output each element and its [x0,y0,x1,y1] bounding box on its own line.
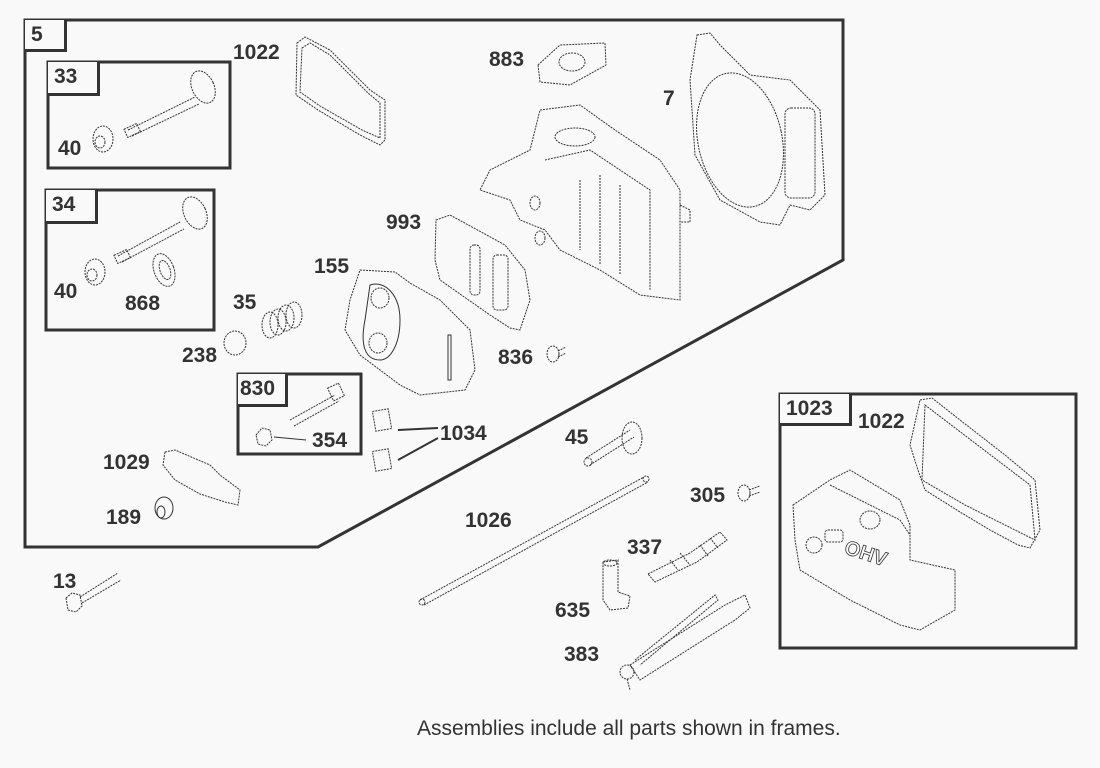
rocker-arm-icon [162,449,241,506]
rocker-pivot-icon [154,496,174,520]
part-label-13[interactable]: 13 [53,570,77,593]
valve-rotator-icon [152,253,176,287]
frame-1023-border [778,392,1078,650]
part-label-337[interactable]: 337 [627,536,663,559]
footer-note: Assemblies include all parts shown in fr… [417,717,841,740]
part-label-1022[interactable]: 1022 [233,41,280,64]
spark-plug-icon [647,531,728,583]
part-label-238[interactable]: 238 [182,344,218,367]
valve-cap-icon [223,330,247,356]
valve-spring-icon [261,301,303,339]
part-label-836[interactable]: 836 [498,346,534,369]
frame-tag-830: 830 [238,374,288,407]
spark-plug-boot-icon [602,559,631,611]
cylinder-head-icon [479,104,691,301]
valve-seal-icon [92,125,114,153]
valve-seal-icon [84,258,106,286]
part-label-993[interactable]: 993 [386,211,422,234]
part-label-189[interactable]: 189 [106,506,142,529]
frame-33-border [46,60,232,170]
cover-marking-text: OHV [842,537,891,572]
rocker-cover-gasket-icon [909,397,1041,549]
rocker-cover-gasket-icon [295,36,386,146]
cover-screw-icon [737,484,761,502]
part-label-1029[interactable]: 1029 [103,451,150,474]
part-label-883[interactable]: 883 [489,48,525,71]
frame-5-border [23,18,845,549]
frame-tag-5: 5 [25,20,67,52]
frame-830-border [236,372,363,456]
screw-icon [546,345,567,363]
push-rod-icon [418,475,650,606]
part-label-7[interactable]: 7 [663,87,675,110]
frame-tag-33: 33 [48,62,100,96]
part-label-40[interactable]: 40 [58,137,82,160]
intake-gasket-icon [537,42,607,86]
part-label-45[interactable]: 45 [565,426,589,449]
intake-manifold-gasket-icon [434,214,531,331]
part-label-383[interactable]: 383 [564,643,600,666]
exhaust-valve-icon [113,196,208,265]
part-label-1034[interactable]: 1034 [440,422,487,445]
tappet-icon [583,421,643,467]
part-label-155[interactable]: 155 [314,255,350,278]
retainer-clip-icon [371,408,439,472]
part-label-305[interactable]: 305 [690,484,726,507]
part-label-40[interactable]: 40 [54,280,78,303]
part-label-1022[interactable]: 1022 [858,410,905,433]
intake-valve-icon [123,70,216,139]
valve-cover-plate-icon [344,269,476,396]
part-label-35[interactable]: 35 [233,291,257,314]
frame-34-border [44,188,216,332]
part-label-635[interactable]: 635 [555,599,591,622]
head-bolt-icon [65,572,122,613]
rocker-stud-icon [289,382,346,427]
spark-plug-wrench-icon [619,594,751,691]
frame-tag-1023: 1023 [780,394,852,426]
frame-tag-34: 34 [46,190,98,224]
head-gasket-icon [689,32,826,226]
hex-nut-icon [255,427,307,447]
part-label-354[interactable]: 354 [312,429,348,452]
part-label-1026[interactable]: 1026 [465,509,512,532]
part-label-868[interactable]: 868 [125,292,161,315]
